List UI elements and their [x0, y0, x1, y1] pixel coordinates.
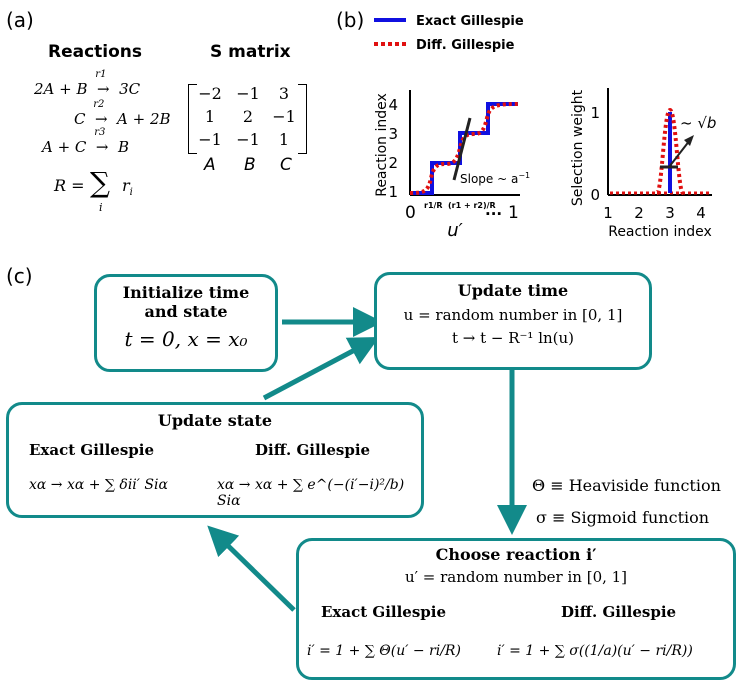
choose-line1: u′ = random number in [0, 1] [404, 568, 628, 586]
sqrt-b-annotation: ~ √b [680, 114, 716, 132]
note-heaviside: Θ ≡ Heaviside function [532, 476, 721, 495]
matrix-cell: −1 [236, 130, 260, 149]
matrix-col-b: B [244, 155, 256, 175]
reaction-3: A + C r3→ B [42, 127, 130, 156]
matrix-cell: 1 [204, 107, 216, 126]
choose-reaction-box: Choose reaction i′ u′ = random number in… [296, 538, 736, 680]
width-arrowhead [684, 135, 694, 146]
matrix-cell: 1 [278, 130, 290, 149]
panel-a-label: (a) [6, 8, 34, 32]
left-ytick: 3 [388, 125, 398, 143]
rate-term: ri [122, 176, 133, 199]
left-xtick: ... [485, 201, 502, 219]
reaction-1: 2A + B r1→ 3C [34, 69, 141, 98]
right-ytick: 0 [590, 186, 600, 204]
smatrix-title: S matrix [210, 42, 291, 62]
width-arrow [668, 139, 691, 168]
legend-exact-label: Exact Gillespie [416, 14, 524, 29]
sum-symbol: ∑ [90, 166, 110, 199]
left-xtick: (r1 + r2)/R [448, 201, 496, 210]
update-state-diff-formula: xα → xα + ∑ e^(−(i′−i)²/b) Siα [217, 477, 405, 509]
right-xlabel: Reaction index [608, 224, 712, 240]
left-ytick: 4 [388, 96, 398, 114]
matrix-col-a: A [204, 155, 216, 175]
right-diff-peak [655, 107, 685, 195]
left-plot: 1 2 3 4 Slope ~ a−1 0 r1/R (r1 + r2)/R .… [374, 90, 530, 241]
update-state-diff-title: Diff. Gillespie [255, 441, 371, 459]
note-sigmoid: σ ≡ Sigmoid function [536, 508, 710, 527]
matrix-right-bracket [298, 84, 307, 154]
reactions-title: Reactions [48, 42, 143, 62]
right-xtick: 4 [696, 204, 706, 222]
update-time-line2: t → t − R⁻¹ ln(u) [451, 329, 575, 347]
update-state-box: Update state Exact Gillespie Diff. Gille… [6, 402, 424, 518]
update-state-exact-formula: xα → xα + ∑ δii′ Siα [29, 477, 168, 493]
matrix-col-c: C [280, 155, 292, 175]
right-xtick: 1 [603, 204, 613, 222]
left-diff-line [409, 102, 519, 195]
sum-index: i [99, 201, 103, 214]
right-xtick: 3 [665, 204, 675, 222]
slope-annotation: Slope ~ a−1 [460, 171, 530, 186]
arrow-choose-to-state [207, 525, 296, 612]
panel-b-label: (b) [336, 8, 365, 32]
matrix-cell: 3 [278, 84, 290, 103]
left-ytick: 1 [388, 183, 398, 201]
update-time-line1: u = random number in [0, 1] [403, 306, 623, 324]
right-xtick: 2 [634, 204, 644, 222]
matrix-cell: −1 [236, 84, 260, 103]
right-ytick: 1 [590, 104, 600, 122]
legend-diff-label: Diff. Gillespie [416, 38, 515, 53]
update-time-box: Update time u = random number in [0, 1] … [374, 272, 652, 370]
matrix-cell: −1 [198, 130, 222, 149]
choose-diff-formula: i′ = 1 + ∑ σ((1/a)(u′ − ri/R)) [497, 643, 693, 659]
right-plot: 0 1 ~ √b 1 2 3 4 Reaction index Selectio… [570, 88, 716, 240]
left-xtick: r1/R [424, 201, 443, 210]
left-xlabel: u′ [447, 220, 463, 241]
matrix-left-bracket [188, 84, 197, 154]
right-ylabel: Selection weight [570, 89, 586, 206]
left-exact-line [410, 102, 518, 195]
left-ytick: 2 [388, 154, 398, 172]
choose-exact-title: Exact Gillespie [321, 603, 447, 621]
left-xtick: 0 [405, 203, 416, 223]
left-xtick: 1 [508, 203, 519, 223]
update-time-title: Update time [457, 281, 569, 300]
choose-exact-formula: i′ = 1 + ∑ Θ(u′ − ri/R) [307, 643, 461, 659]
choose-title: Choose reaction i′ [435, 545, 597, 564]
total-rate-lhs: R = [54, 176, 85, 195]
matrix-cell: −2 [198, 84, 222, 103]
initialize-title: Initialize time and state [122, 283, 250, 321]
choose-diff-title: Diff. Gillespie [561, 603, 677, 621]
panel-b-plots: Exact Gillespie Diff. Gillespie 1 2 3 4 … [374, 14, 716, 241]
matrix-cell: −1 [272, 107, 296, 126]
initialize-formula: t = 0, x = x₀ [124, 327, 248, 351]
update-state-title: Update state [157, 411, 273, 430]
matrix-cell: 2 [242, 107, 254, 126]
slope-line [452, 117, 472, 181]
arrow-state-to-time [262, 336, 380, 401]
panel-c-label: (c) [6, 264, 33, 288]
update-state-exact-title: Exact Gillespie [29, 441, 155, 459]
left-ylabel: Reaction index [374, 93, 390, 197]
initialize-box: Initialize time and state t = 0, x = x₀ [94, 274, 278, 372]
reaction-2: C r2→ A + 2B [74, 99, 171, 128]
